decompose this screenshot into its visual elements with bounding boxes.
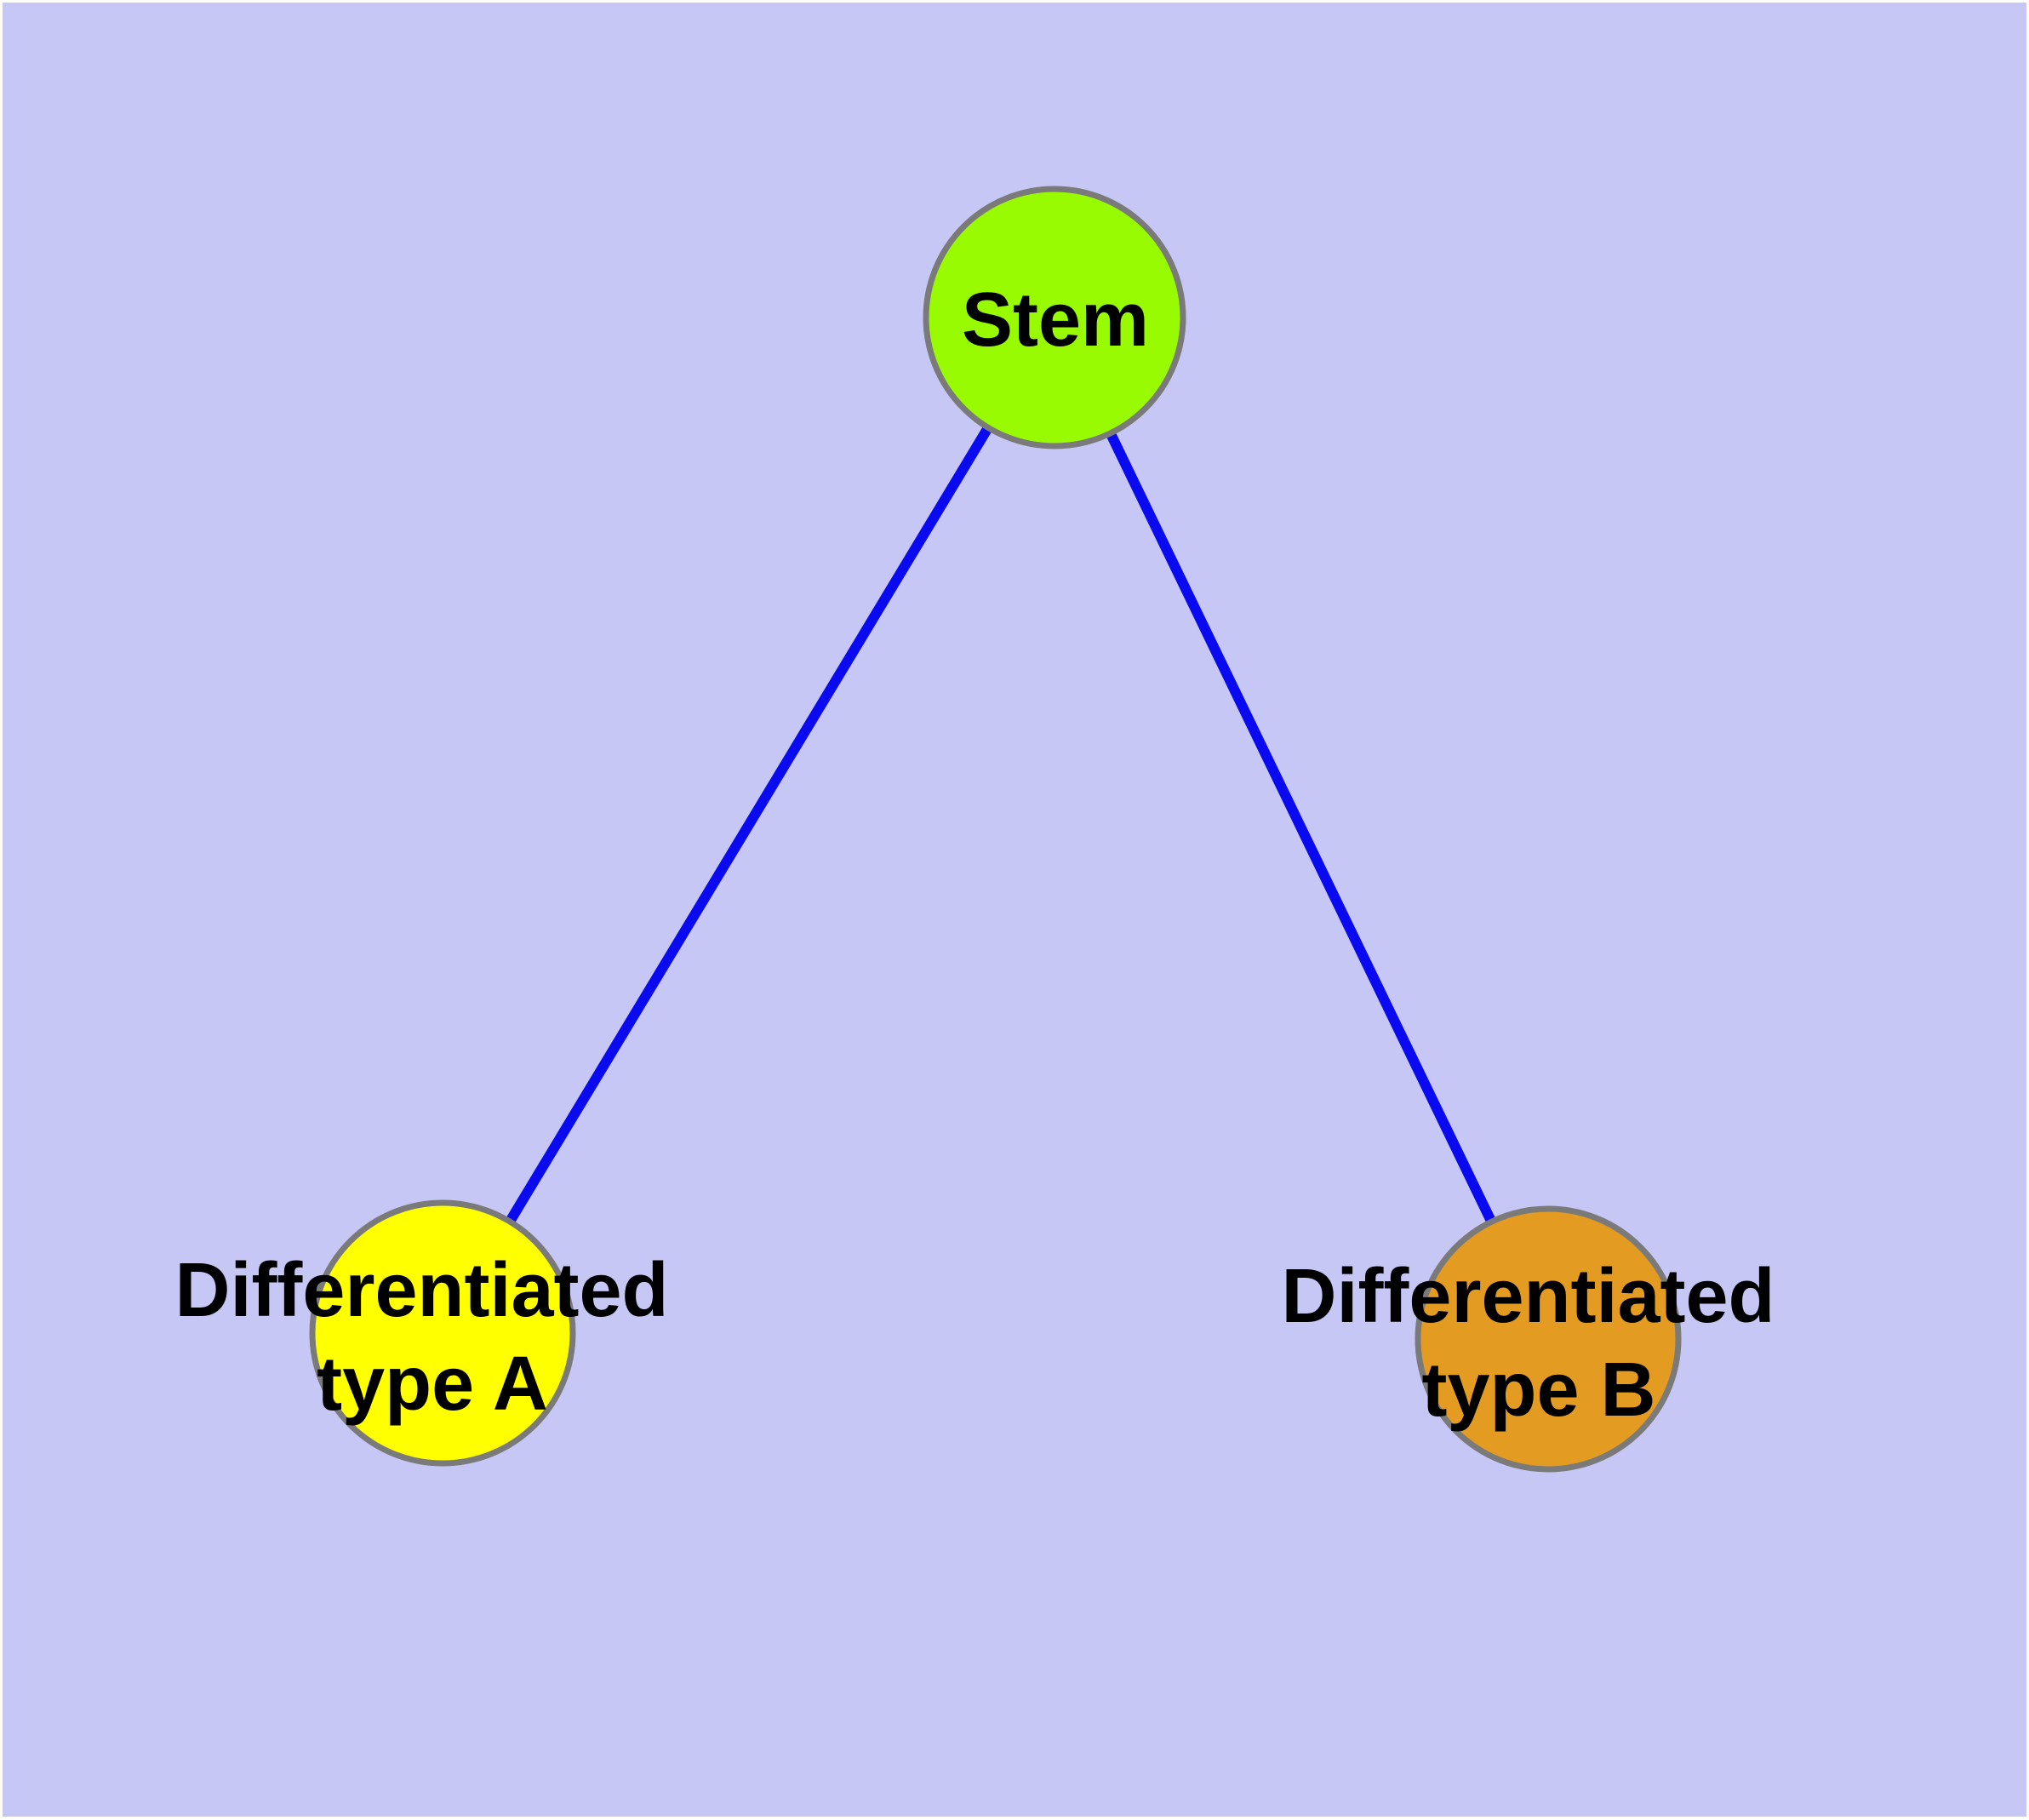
edge-stem-to-type-b [1049, 315, 1553, 1342]
node-differentiated-type-a [309, 1199, 576, 1467]
node-stem [923, 186, 1186, 449]
node-stem-label: Stem [962, 278, 1149, 363]
node-differentiated-type-b-label-line2: type B [1421, 1348, 1655, 1433]
node-differentiated-type-b [1415, 1205, 1682, 1473]
node-differentiated-type-a-label-line1: Differentiated [174, 1248, 668, 1333]
node-differentiated-type-a-label: Differentiated type A [174, 1248, 689, 1427]
node-differentiated-type-b-label: Differentiated type B [1281, 1254, 1796, 1433]
node-differentiated-type-a-label-line2: type A [317, 1342, 548, 1427]
node-differentiated-type-b-label-line1: Differentiated [1281, 1254, 1775, 1339]
edge-stem-to-type-a [437, 314, 1060, 1336]
